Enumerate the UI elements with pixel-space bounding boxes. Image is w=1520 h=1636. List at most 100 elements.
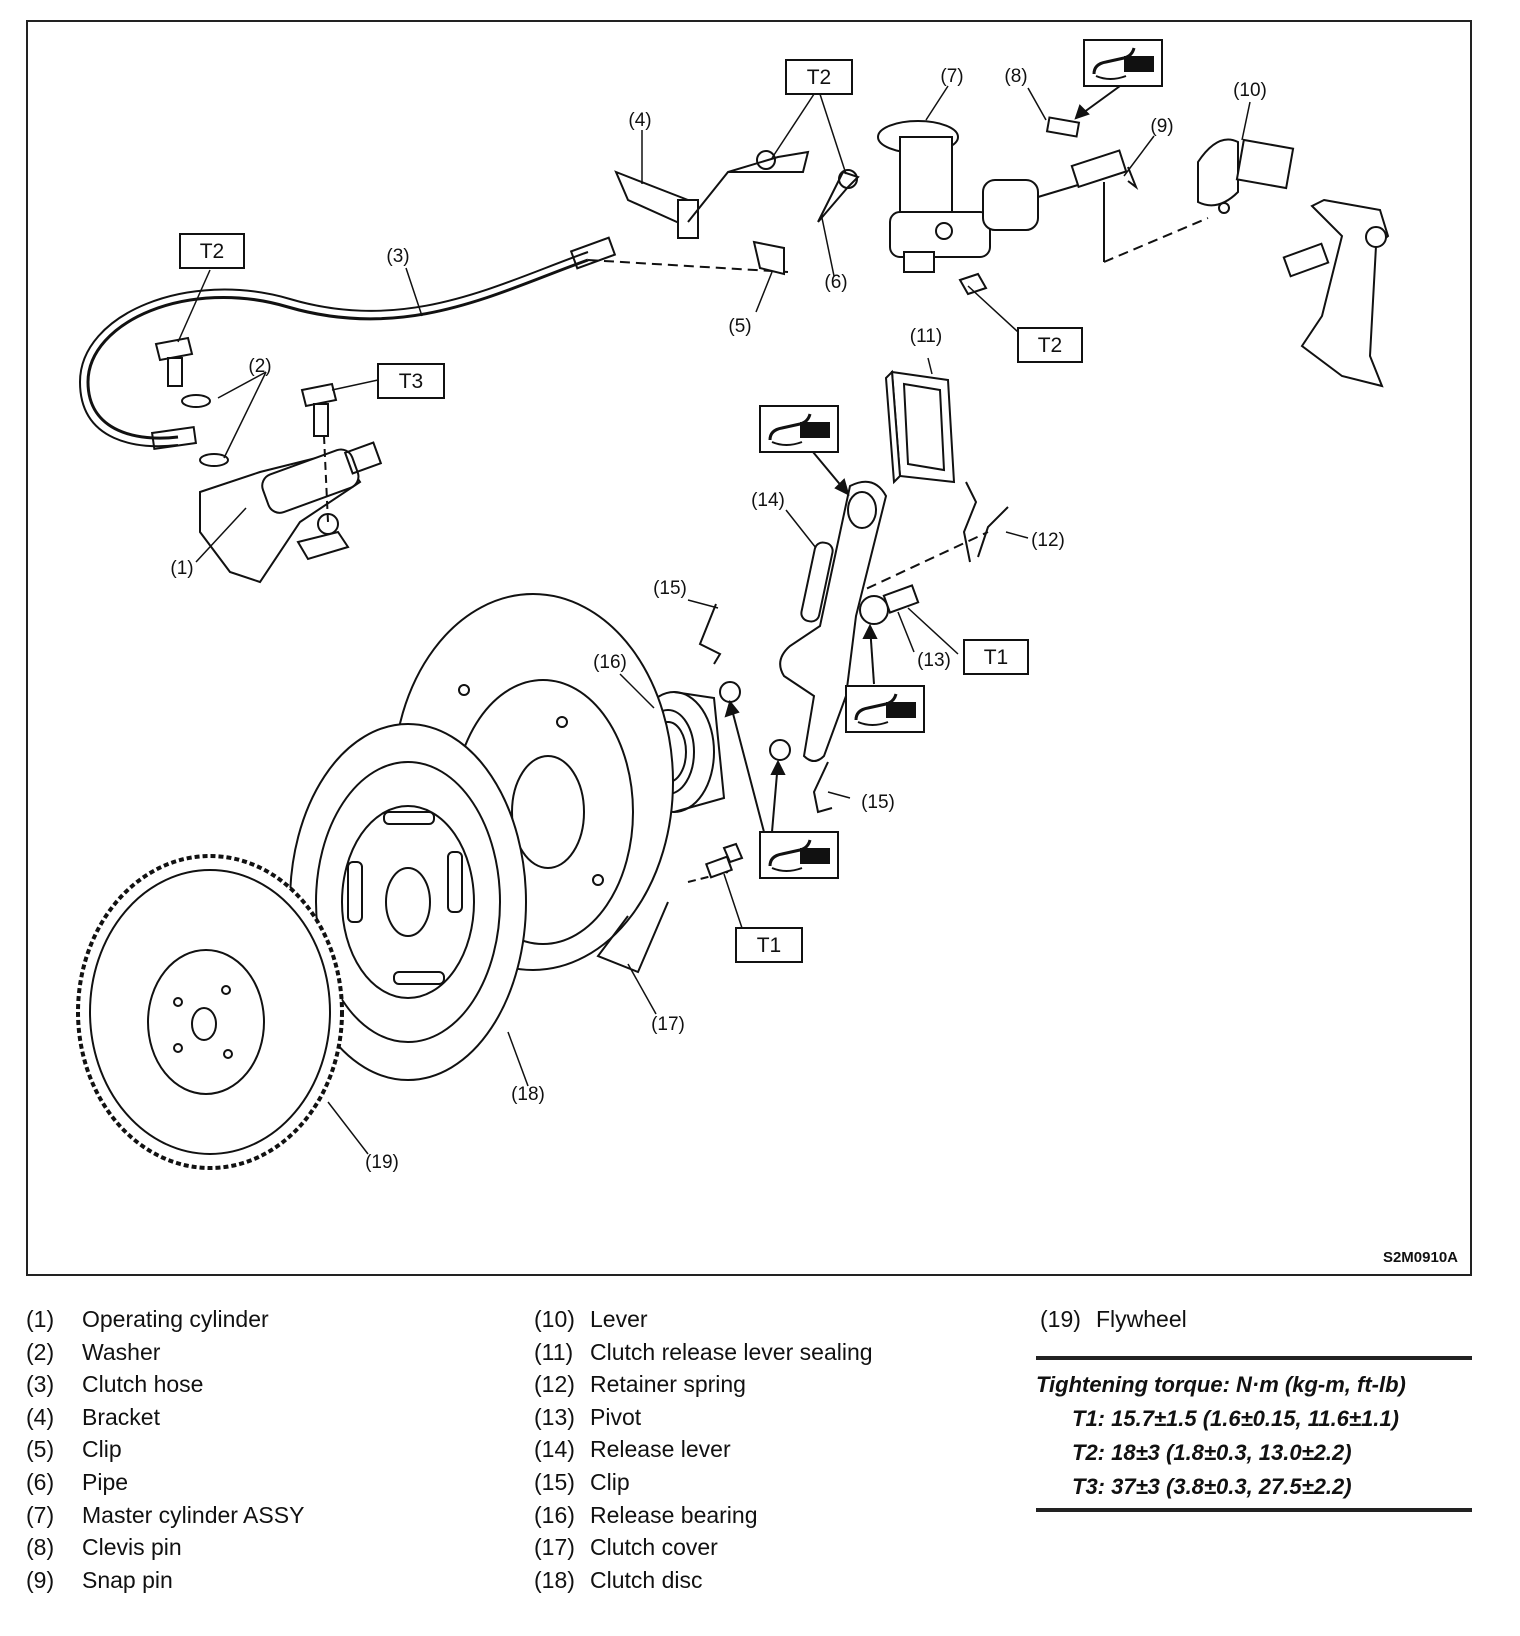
callout-4: (4) xyxy=(628,110,651,131)
grease-symbol-icon xyxy=(758,404,840,454)
legend-item: (14)Release lever xyxy=(534,1436,731,1463)
legend-item-name: Clevis pin xyxy=(82,1534,182,1561)
legend-item-number: (5) xyxy=(26,1436,55,1463)
legend-item-number: (7) xyxy=(26,1501,55,1528)
torque-specs: Tightening torque: N·m (kg-m, ft-lb) T1:… xyxy=(1036,1356,1472,1512)
grease-symbol-icon xyxy=(758,830,840,880)
torque-t3: T3: 37±3 (3.8±0.3, 27.5±2.2) xyxy=(1072,1474,1352,1499)
callout-2: (2) xyxy=(248,356,271,377)
legend-item: (16) Release bearing xyxy=(534,1502,758,1529)
legend-item: (10)Lever xyxy=(534,1306,648,1333)
legend-item-number: (11) xyxy=(534,1338,574,1365)
release-lever xyxy=(719,480,888,762)
clevis-pin xyxy=(1045,116,1081,138)
pivot xyxy=(859,584,920,625)
tag-t2-nut: T2 xyxy=(1038,334,1063,357)
snap-pin xyxy=(1103,166,1209,263)
retainer-spring xyxy=(837,481,1009,603)
legend-item-number: (13) xyxy=(534,1403,575,1430)
callout-16: (16) xyxy=(593,652,627,673)
clutch-disc xyxy=(289,723,527,1081)
legend-item-number: (16) xyxy=(534,1501,575,1528)
pipe xyxy=(687,150,860,223)
tag-t2-pipe: T2 xyxy=(807,66,832,89)
torque-t2: T2: 18±3 (1.8±0.3, 13.0±2.2) xyxy=(1072,1440,1352,1465)
legend-item-number: (9) xyxy=(26,1566,55,1593)
legend-item: (12) Retainer spring xyxy=(534,1371,746,1398)
legend-item: (8)Clevis pin xyxy=(26,1534,182,1561)
legend-item-name: Pivot xyxy=(590,1403,642,1430)
legend-item: (5)Clip xyxy=(26,1436,122,1463)
callout-1: (1) xyxy=(170,558,193,579)
callout-19: (19) xyxy=(365,1152,399,1173)
grease-arrows xyxy=(724,85,1121,833)
legend-item-number: (17) xyxy=(534,1534,575,1561)
torque-tags: T2 T3 T2 T2 T1 T1 xyxy=(179,59,1083,963)
exploded-diagram: T2 T3 T2 T2 T1 T1 (1) (2) (3) (4) (5) (6… xyxy=(76,38,1390,1173)
legend-item-name: Release bearing xyxy=(590,1501,758,1528)
legend-item-name: Retainer spring xyxy=(590,1371,746,1398)
cylinder-bolt xyxy=(300,382,338,523)
tag-t1-cover: T1 xyxy=(757,934,782,957)
callout-17: (17) xyxy=(651,1014,685,1035)
legend-item-number: (12) xyxy=(534,1371,575,1398)
legend-item-number: (15) xyxy=(534,1469,575,1495)
master-cylinder xyxy=(877,120,1128,296)
legend-item: (9) Snap pin xyxy=(26,1567,173,1594)
legend-item-name: Master cylinder ASSY xyxy=(82,1501,305,1528)
legend-item-name: Release lever xyxy=(590,1436,731,1463)
legend-item-name: Pipe xyxy=(82,1469,129,1495)
tag-t3-cylinder: T3 xyxy=(399,370,424,393)
tag-t1-pivot: T1 xyxy=(984,646,1009,669)
legend-item: (7) Master cylinder ASSY xyxy=(26,1502,304,1529)
leader-lines xyxy=(177,85,1251,1155)
callout-12: (12) xyxy=(1031,530,1065,551)
callout-11: (11) xyxy=(910,326,942,347)
legend-item: (18) Clutch disc xyxy=(534,1567,702,1594)
diagram-frame: T2 T3 T2 T2 T1 T1 (1) (2) (3) (4) (5) (6… xyxy=(26,20,1472,1276)
legend-item-name: Flywheel xyxy=(1096,1306,1187,1332)
legend-item-name: Clutch hose xyxy=(82,1371,204,1398)
cover-bolt xyxy=(704,842,744,879)
lever xyxy=(1197,138,1295,214)
legend-item: (15)Clip xyxy=(534,1469,630,1496)
torque-rule-bottom xyxy=(1036,1508,1472,1512)
legend-item-number: (4) xyxy=(26,1403,55,1430)
legend-item-number: (1) xyxy=(26,1306,55,1332)
callout-7: (7) xyxy=(940,66,963,87)
clutch-pedal xyxy=(1282,198,1390,388)
bracket xyxy=(587,170,789,276)
legend-item-name: Clutch cover xyxy=(590,1534,718,1561)
legend-item: (13) Pivot xyxy=(534,1404,641,1431)
legend-item-number: (3) xyxy=(26,1371,55,1398)
legend-item: (6) Pipe xyxy=(26,1469,128,1496)
legend-item: (3) Clutch hose xyxy=(26,1371,203,1398)
legend-item-name: Clutch release lever sealing xyxy=(590,1338,873,1365)
callout-18: (18) xyxy=(511,1084,545,1105)
callout-13: (13) xyxy=(917,650,951,671)
callout-10: (10) xyxy=(1233,80,1267,101)
grease-symbol-icon xyxy=(844,684,926,734)
legend-item-name: Operating cylinder xyxy=(82,1306,269,1332)
legend-item: (19)Flywheel xyxy=(1040,1306,1187,1333)
callout-9: (9) xyxy=(1150,116,1173,137)
legend-item: (17) Clutch cover xyxy=(534,1534,718,1561)
legend-item: (2)Washer xyxy=(26,1339,160,1366)
hose-bolt xyxy=(154,336,229,467)
callout-8: (8) xyxy=(1004,66,1027,87)
callout-3: (3) xyxy=(386,246,409,267)
callout-labels: (1) (2) (3) (4) (5) (6) (7) (8) (9) (10)… xyxy=(170,66,1267,1173)
tag-t2-hose: T2 xyxy=(200,240,225,263)
torque-rule-top xyxy=(1036,1356,1472,1360)
legend-item-number: (6) xyxy=(26,1469,55,1495)
legend-item-number: (18) xyxy=(534,1566,575,1593)
callout-15-upper: (15) xyxy=(653,578,687,599)
clip-lower xyxy=(812,761,833,814)
clip-upper xyxy=(698,603,722,665)
figure-code: S2M0910A xyxy=(1382,1249,1458,1266)
callout-15-lower: (15) xyxy=(861,792,895,813)
flywheel xyxy=(76,854,344,1170)
torque-t1: T1: 15.7±1.5 (1.6±0.15, 11.6±1.1) xyxy=(1072,1406,1399,1431)
legend-item-name: Clutch disc xyxy=(590,1566,703,1593)
legend-item-name: Snap pin xyxy=(82,1566,173,1593)
